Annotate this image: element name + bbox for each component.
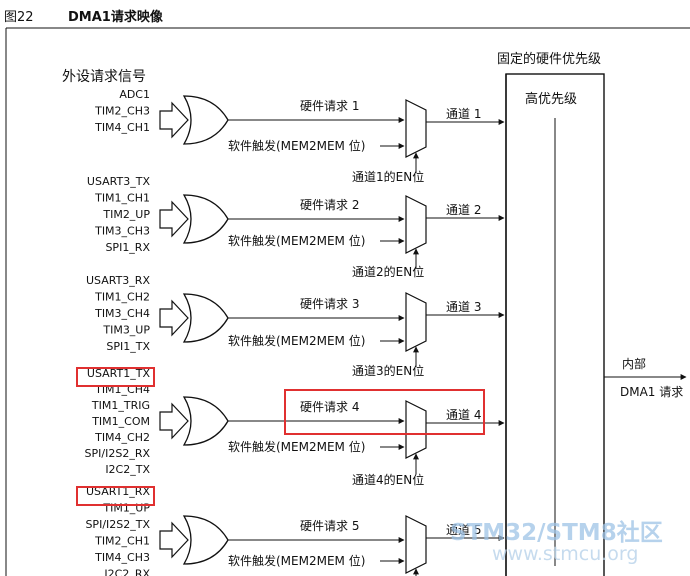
sw-trigger-label: 软件触发(MEM2MEM 位): [228, 439, 365, 454]
peripheral-input: TIM1_UP: [102, 502, 150, 515]
or-gate: [182, 396, 229, 446]
peripheral-input: SPI1_TX: [106, 340, 150, 353]
high-priority-label: 高优先级: [525, 91, 577, 107]
highlight-usart1-tx: [76, 367, 155, 387]
en-bit-label: 通道4的EN位: [352, 472, 424, 487]
channel-mux: [405, 400, 427, 459]
hw-request-label: 硬件请求 1: [300, 99, 359, 113]
en-bit-label: 通道1的EN位: [352, 169, 424, 184]
peripheral-input: TIM1_CH1: [94, 192, 150, 205]
input-bus-arrow: [159, 200, 189, 238]
channel-label: 通道 2: [446, 203, 481, 217]
peripheral-input: ADC1: [119, 88, 150, 101]
channel-mux: [405, 99, 427, 158]
peripheral-input: TIM2_CH1: [94, 535, 150, 548]
peripheral-input: USART1_TX: [87, 367, 151, 380]
sw-trigger-label: 软件触发(MEM2MEM 位): [228, 553, 365, 568]
priority-header: 固定的硬件优先级: [497, 51, 601, 67]
peripheral-input: USART3_TX: [87, 175, 151, 188]
peripheral-input: TIM2_CH3: [94, 105, 150, 118]
peripheral-input: TIM4_CH2: [94, 431, 150, 444]
peripheral-input: TIM1_CH2: [94, 291, 150, 304]
peripheral-input: TIM3_CH4: [94, 307, 150, 320]
input-bus-arrow: [159, 101, 189, 139]
watermark-url: www.stmcu.org: [492, 543, 638, 565]
peripheral-input: SPI/I2S2_RX: [85, 447, 151, 460]
peripheral-input: SPI1_RX: [105, 241, 150, 254]
peripheral-input: TIM1_CH4: [94, 383, 150, 396]
input-bus-arrow: [159, 402, 189, 440]
highlight-usart1-rx: [76, 486, 155, 506]
channel-mux: [405, 195, 427, 254]
peripheral-input: I2C2_RX: [104, 568, 150, 576]
channel-label: 通道 5: [446, 523, 481, 537]
hw-request-label: 硬件请求 4: [300, 400, 359, 414]
dma1-request-label: DMA1 请求: [620, 385, 683, 399]
peripheral-input: SPI/I2S2_TX: [85, 518, 150, 531]
figure-title: DMA1请求映像: [68, 9, 164, 25]
peripheral-input: TIM3_CH3: [94, 225, 150, 238]
internal-label: 内部: [622, 356, 646, 371]
peripheral-input: TIM3_UP: [102, 324, 150, 337]
hw-request-label: 硬件请求 3: [300, 297, 359, 311]
peripheral-input: TIM1_COM: [91, 415, 150, 428]
watermark-brand: STM32/STM8社区: [450, 519, 663, 546]
or-gate: [182, 515, 229, 565]
channel-mux: [405, 515, 427, 574]
sw-trigger-label: 软件触发(MEM2MEM 位): [228, 333, 365, 348]
en-bit-label: 通道3的EN位: [352, 363, 424, 378]
hw-request-label: 硬件请求 2: [300, 198, 359, 212]
hw-request-label: 硬件请求 5: [300, 519, 359, 533]
sw-trigger-label: 软件触发(MEM2MEM 位): [228, 233, 365, 248]
channel-5-group: USART1_RX TIM1_UP SPI/I2S2_TX TIM2_CH1TIM4_…: [85, 485, 505, 576]
peripheral-input: TIM1_TRIG: [91, 399, 150, 412]
figure-number: 图22: [4, 10, 34, 25]
input-bus-arrow: [159, 299, 189, 337]
highlight-channel4-path: [284, 389, 485, 435]
peripheral-input: TIM2_UP: [102, 208, 150, 221]
channel-label: 通道 1: [446, 107, 481, 121]
peripheral-input: TIM4_CH3: [94, 551, 150, 564]
or-gate: [182, 194, 229, 244]
peripheral-input: I2C2_TX: [105, 463, 150, 476]
en-bit-label: 通道2的EN位: [352, 264, 424, 279]
channel-label: 通道 4: [446, 408, 481, 422]
or-gate: [182, 95, 229, 145]
peripheral-input: USART3_RX: [86, 274, 150, 287]
peripheral-input: USART1_RX: [86, 485, 150, 498]
peripheral-signals-heading: 外设请求信号: [62, 69, 146, 85]
channel-label: 通道 3: [446, 300, 481, 314]
channel-mux: [405, 292, 427, 352]
or-gate: [182, 293, 229, 343]
sw-trigger-label: 软件触发(MEM2MEM 位): [228, 138, 365, 153]
peripheral-input: TIM4_CH1: [94, 121, 150, 134]
input-bus-arrow: [159, 521, 189, 559]
